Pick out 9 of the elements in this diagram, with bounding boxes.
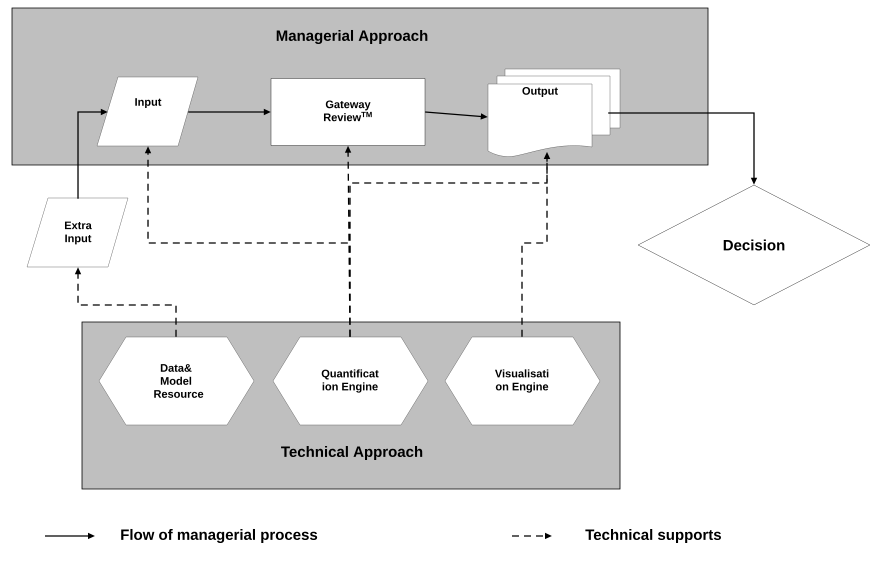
- hexagon: Visualisati on Engine: [444, 336, 600, 426]
- hexagon: Data& Model Resource: [98, 336, 254, 426]
- input-parallelogram: Extra Input: [26, 198, 128, 268]
- process-box: Gateway Review$^{TM}$: [270, 78, 426, 146]
- legend-text: Flow of managerial process: [121, 528, 318, 544]
- legend-text: Technical supports: [585, 529, 721, 543]
- document-stack: Output: [488, 68, 620, 157]
- hexagon: Quantificat ion Engine: [272, 336, 428, 426]
- input-parallelogram: Input: [96, 76, 198, 146]
